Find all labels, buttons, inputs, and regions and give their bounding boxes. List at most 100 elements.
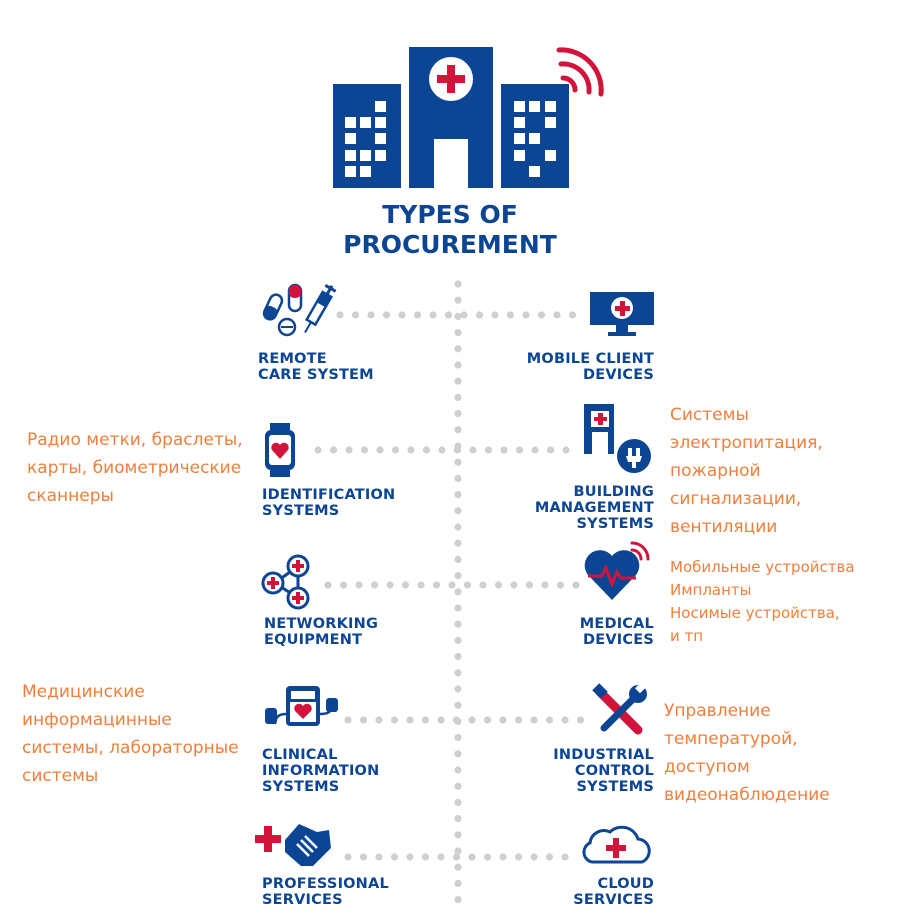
- connector-dot: [454, 620, 462, 628]
- connector-dot: [454, 312, 462, 320]
- connector-dot: [514, 716, 523, 724]
- connector-dot: [413, 311, 422, 319]
- connector-dot: [437, 853, 445, 861]
- connector-dot: [454, 393, 462, 401]
- identification-systems-label: IDENTIFICATION SYSTEMS: [262, 487, 396, 519]
- networking-equipment-label: NETWORKING EQUIPMENT: [264, 616, 379, 648]
- professional-services-label: PROFESSIONAL SERVICES: [262, 876, 389, 908]
- connector-dot: [314, 446, 322, 454]
- connector-dot: [329, 446, 338, 454]
- building-note: Системы электропитация, пожарной сигнали…: [670, 405, 823, 537]
- medical-devices-label: MEDICAL DEVICES: [579, 616, 654, 648]
- connector-dot: [359, 853, 368, 861]
- mobile-client-devices-label: MOBILE CLIENT DEVICES: [526, 351, 654, 383]
- connector-dot: [454, 507, 462, 515]
- connector-dot: [454, 847, 462, 855]
- connector-dot: [401, 581, 410, 589]
- connector-dot: [359, 716, 368, 724]
- connector-dot: [460, 311, 468, 319]
- connector-dot: [454, 491, 462, 499]
- connector-dot: [483, 853, 492, 861]
- connector-dot: [510, 581, 518, 589]
- connector-dot: [406, 853, 414, 861]
- connector-dot: [360, 446, 369, 454]
- connector-dot: [344, 716, 352, 724]
- connector-dot: [522, 311, 530, 319]
- connector-dot: [468, 716, 476, 724]
- connector-dot: [437, 716, 445, 724]
- connector-dot: [561, 853, 569, 861]
- connector-dot: [454, 653, 462, 661]
- connector-dot: [417, 581, 425, 589]
- heart-pulse-wireless-icon: [584, 541, 650, 600]
- connector-dot: [468, 853, 476, 861]
- connector-dot: [382, 311, 391, 319]
- connector-dot: [500, 446, 508, 454]
- connector-dot: [454, 474, 462, 482]
- cloud-services-label: CLOUD SERVICES: [573, 876, 654, 908]
- connector-dot: [454, 685, 462, 693]
- connector-dot: [444, 311, 453, 319]
- connector-dot: [398, 311, 406, 319]
- connector-dot: [454, 345, 462, 353]
- connector-dot: [454, 572, 462, 580]
- industrial-note: Управление температурой, доступом видеон…: [664, 701, 830, 805]
- connector-dot: [421, 853, 430, 861]
- connector-dot: [375, 716, 383, 724]
- connector-dot: [438, 446, 446, 454]
- building-plug-icon: [584, 404, 651, 473]
- connector-dot: [525, 581, 534, 589]
- connector-dot: [390, 853, 399, 861]
- connector-dot: [386, 581, 394, 589]
- connector-dot: [553, 311, 561, 319]
- connector-dot: [463, 581, 472, 589]
- cloud-cross-icon: [582, 825, 651, 864]
- connector-dot: [484, 446, 493, 454]
- connector-dot: [454, 555, 462, 564]
- identification-note: Радио метки, браслеты, карты, биометриче…: [27, 430, 243, 506]
- connector-dot: [370, 581, 379, 589]
- connector-dot: [339, 581, 348, 589]
- connector-dot: [454, 361, 462, 369]
- connector-dot: [421, 716, 430, 724]
- connector-dot: [454, 734, 462, 742]
- connector-dot: [432, 581, 441, 589]
- page-title: TYPES OF PROCUREMENT: [343, 200, 557, 259]
- connector-dot: [515, 446, 524, 454]
- connector-dot: [454, 329, 462, 337]
- connector-dot: [375, 853, 383, 861]
- connector-dot: [448, 581, 456, 589]
- connector-dot: [454, 815, 462, 823]
- connector-dot: [336, 311, 344, 319]
- connector-dot: [531, 446, 539, 454]
- industrial-control-systems-label: INDUSTRIAL CONTROL SYSTEMS: [553, 747, 654, 795]
- remote-care-system-label: REMOTE CARE SYSTEM: [258, 351, 374, 383]
- connector-dot: [324, 581, 332, 589]
- connector-dot: [390, 716, 399, 724]
- connector-dot: [454, 458, 462, 466]
- connector-dot: [355, 581, 363, 589]
- connector-dot: [499, 716, 507, 724]
- connector-dot: [530, 716, 538, 724]
- connector-dot: [454, 588, 462, 596]
- connector-dot: [454, 798, 462, 807]
- connector-dot: [454, 701, 462, 709]
- connector-dot: [546, 446, 555, 454]
- connector-dot: [514, 853, 523, 861]
- connector-dot: [454, 539, 462, 547]
- connector-dot: [541, 581, 549, 589]
- connector-dot: [545, 853, 554, 861]
- connector-dot: [454, 604, 462, 612]
- connector-dot: [454, 296, 462, 304]
- connector-dot: [367, 311, 375, 319]
- connector-dot: [454, 766, 462, 774]
- handshake-cross-icon: [255, 824, 331, 866]
- heart-monitor-icon: [265, 686, 338, 726]
- connector-dot: [572, 581, 580, 589]
- connector-dot: [454, 280, 462, 288]
- connector-dot: [454, 863, 462, 871]
- connector-dot: [576, 716, 585, 724]
- connector-dot: [407, 446, 415, 454]
- connector-dot: [454, 831, 462, 839]
- connector-dot: [454, 750, 462, 758]
